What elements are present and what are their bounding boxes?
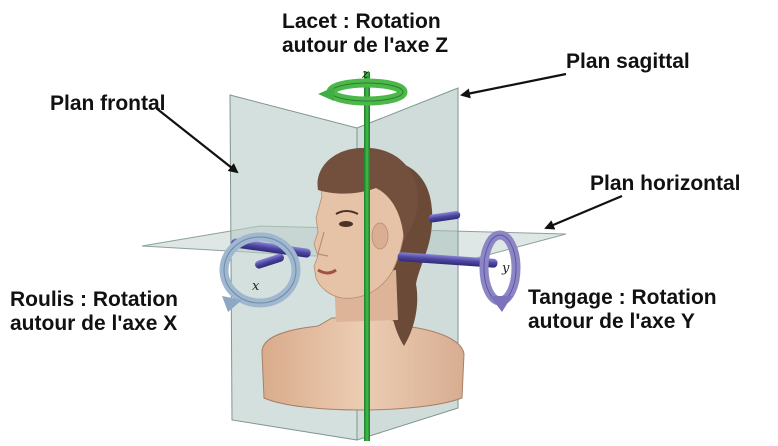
roll-label-line1: Roulis : Rotation bbox=[10, 288, 178, 312]
bust-shoulders bbox=[262, 318, 464, 410]
yaw-label-line1: Lacet : Rotation bbox=[282, 10, 448, 34]
x-axis-letter: x bbox=[252, 279, 260, 294]
y-axis-letter: y bbox=[501, 261, 510, 276]
sagittal-plane-label: Plan sagittal bbox=[566, 50, 690, 74]
z-axis-rod bbox=[364, 72, 370, 441]
sagittal-plane-pointer bbox=[462, 74, 566, 95]
sagittal-plane-text: Plan sagittal bbox=[566, 50, 690, 74]
pitch-label: Tangage : Rotation autour de l'axe Y bbox=[528, 286, 717, 334]
yaw-label-line2: autour de l'axe Z bbox=[282, 34, 448, 58]
horizontal-plane-label: Plan horizontal bbox=[590, 172, 741, 196]
frontal-plane-text: Plan frontal bbox=[50, 92, 166, 116]
roll-label: Roulis : Rotation autour de l'axe X bbox=[10, 288, 178, 336]
horizontal-plane-pointer bbox=[546, 196, 622, 228]
yaw-label: Lacet : Rotation autour de l'axe Z bbox=[282, 10, 448, 58]
pitch-label-line1: Tangage : Rotation bbox=[528, 286, 717, 310]
eye bbox=[339, 221, 353, 227]
horizontal-plane-text: Plan horizontal bbox=[590, 172, 741, 196]
yaw-rotation-arrow bbox=[318, 83, 403, 101]
frontal-plane-pointer bbox=[156, 108, 237, 172]
roll-label-line2: autour de l'axe X bbox=[10, 312, 178, 336]
z-axis-letter: z bbox=[361, 67, 369, 82]
ear bbox=[372, 223, 388, 249]
frontal-plane-label: Plan frontal bbox=[50, 92, 166, 116]
pitch-label-line2: autour de l'axe Y bbox=[528, 310, 717, 334]
